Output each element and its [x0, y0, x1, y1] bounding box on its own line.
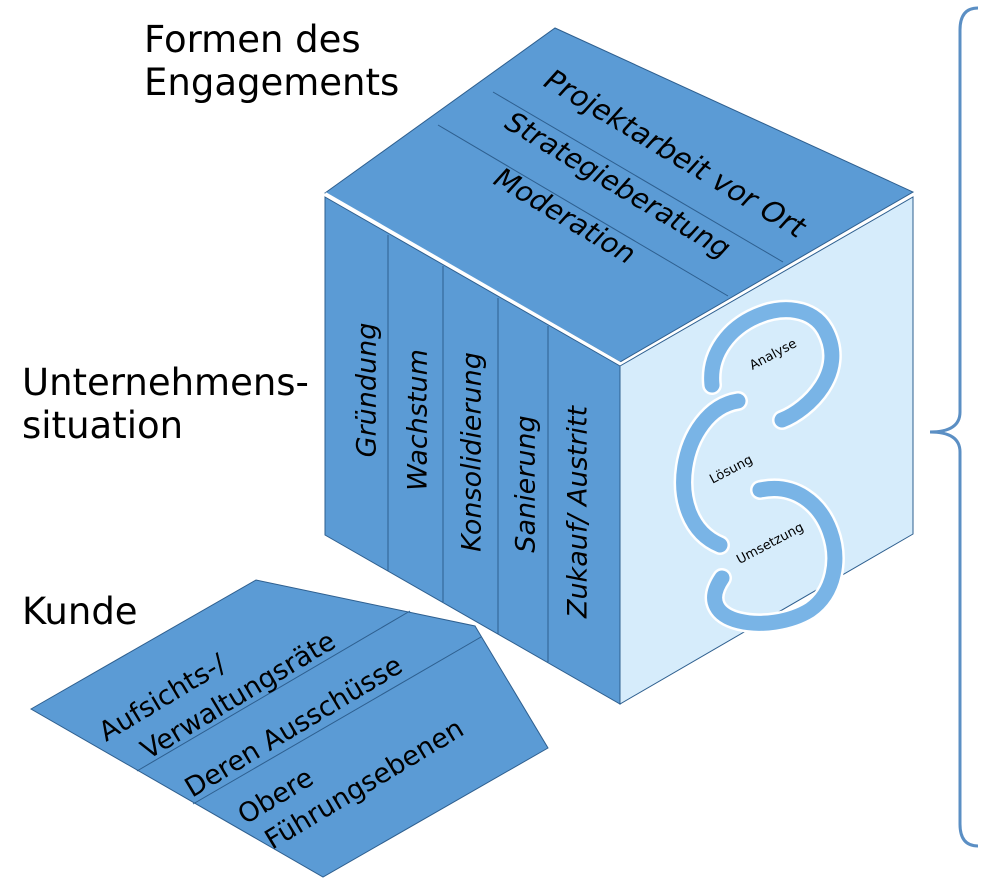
cycle-arrows-inner: [676, 302, 843, 631]
front-text-konsolidierung: Konsolidierung: [457, 352, 488, 552]
front-text-wachstum: Wachstum: [403, 349, 434, 491]
kunde-face: [29, 579, 549, 878]
front-text-gruendung: Gründung: [352, 323, 383, 458]
front-text-zukauf: Zukauf/ Austritt: [563, 405, 594, 620]
cube-right-face: [619, 196, 914, 705]
arrow-analyse: [704, 302, 840, 428]
arrow-loesung: [676, 393, 746, 553]
label-formen-line1: Formen des: [144, 18, 361, 61]
label-situation-line1: Unternehmens-: [22, 361, 309, 404]
label-situation-line2: situation: [22, 404, 183, 447]
top-divider-2: [437, 124, 729, 297]
label-formen-line2: Engagements: [144, 61, 399, 104]
right-brace: [929, 6, 979, 848]
label-kunde: Kunde: [22, 590, 138, 633]
cube-top-edge: [324, 192, 621, 366]
kunde-divider-2: [192, 636, 482, 805]
top-divider-1: [492, 91, 784, 263]
arrow-umsetzung: [707, 481, 843, 631]
front-text-sanierung: Sanierung: [511, 415, 542, 552]
kunde-divider-1: [136, 610, 411, 772]
